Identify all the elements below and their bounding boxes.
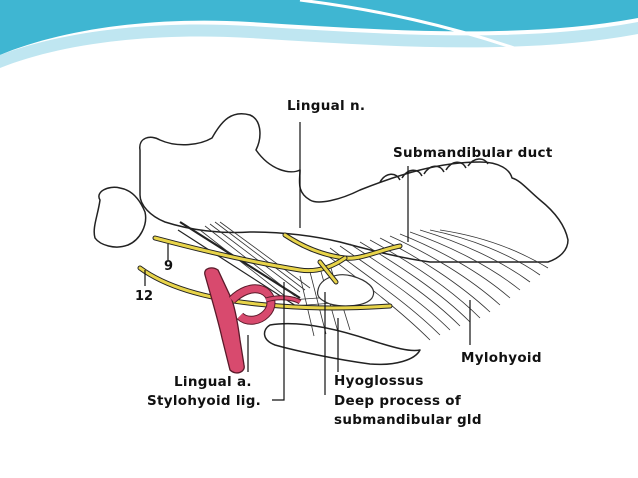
leader-lines xyxy=(144,122,471,401)
submandibular-gland-deep-process xyxy=(316,274,375,307)
label-submandibular-duct: Submandibular duct xyxy=(393,145,553,161)
nerves xyxy=(137,232,403,311)
label-nerve-9: 9 xyxy=(164,259,173,274)
header-light-band xyxy=(0,22,638,68)
label-mylohyoid: Mylohyoid xyxy=(461,350,542,366)
label-lingual-nerve: Lingual n. xyxy=(287,98,365,114)
label-lingual-artery: Lingual a. xyxy=(174,374,252,390)
label-deep-process-line1: Deep process of xyxy=(334,393,461,409)
label-stylohyoid-lig: Stylohyoid lig. xyxy=(147,393,261,409)
label-nerve-12: 12 xyxy=(135,289,153,304)
header-white-streak xyxy=(299,0,521,52)
slide-header-swoosh xyxy=(0,0,638,68)
lingual-artery xyxy=(204,267,302,374)
label-hyoglossus: Hyoglossus xyxy=(334,373,424,389)
header-teal-band xyxy=(0,0,638,55)
mandible-bone xyxy=(93,113,569,366)
label-deep-process-line2: submandibular gld xyxy=(334,412,482,428)
